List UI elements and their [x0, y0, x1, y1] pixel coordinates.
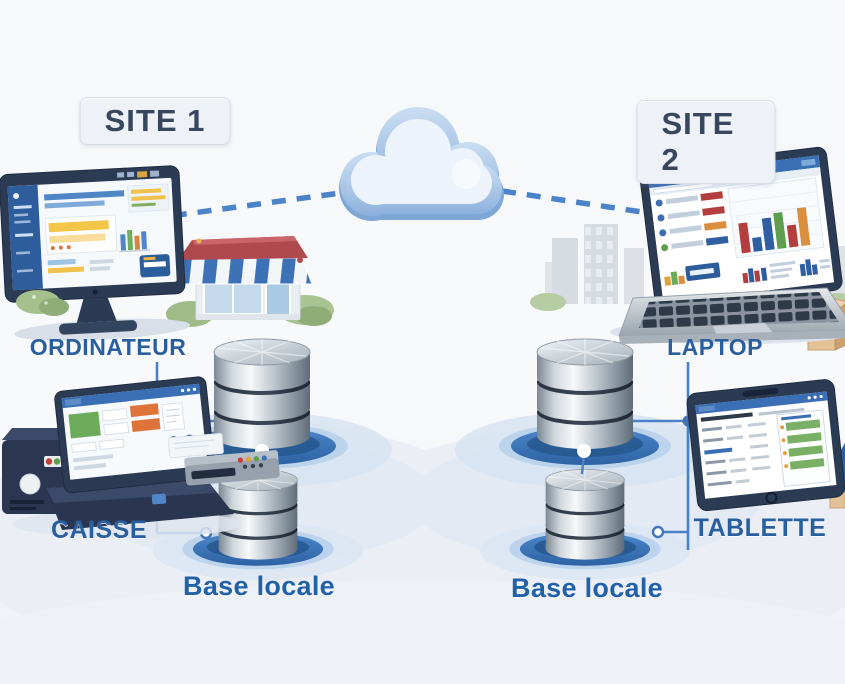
site1-pos-label: CAISSE: [50, 516, 148, 544]
cash-register-icon: [2, 376, 280, 538]
bush-left: [16, 290, 69, 316]
site1-computer-label: ORDINATEUR: [29, 334, 187, 360]
connector-lines-right: [633, 362, 690, 550]
laptop-icon: [610, 146, 845, 344]
site2-laptop-label: LAPTOP: [667, 334, 763, 360]
site2-tablet-label: TABLETTE: [693, 514, 827, 542]
storefront-icon: [166, 236, 334, 327]
site2-database-label: Base locale: [511, 573, 663, 603]
desktop-computer-icon: [0, 165, 191, 341]
site1-database-label: Base locale: [183, 571, 335, 601]
site1-badge: SITE 1: [79, 97, 231, 145]
site2-badge: SITE 2: [636, 100, 776, 184]
tablet-icon: [686, 379, 845, 512]
cloud-icon: [339, 107, 504, 221]
sync-link-right: [501, 188, 703, 224]
